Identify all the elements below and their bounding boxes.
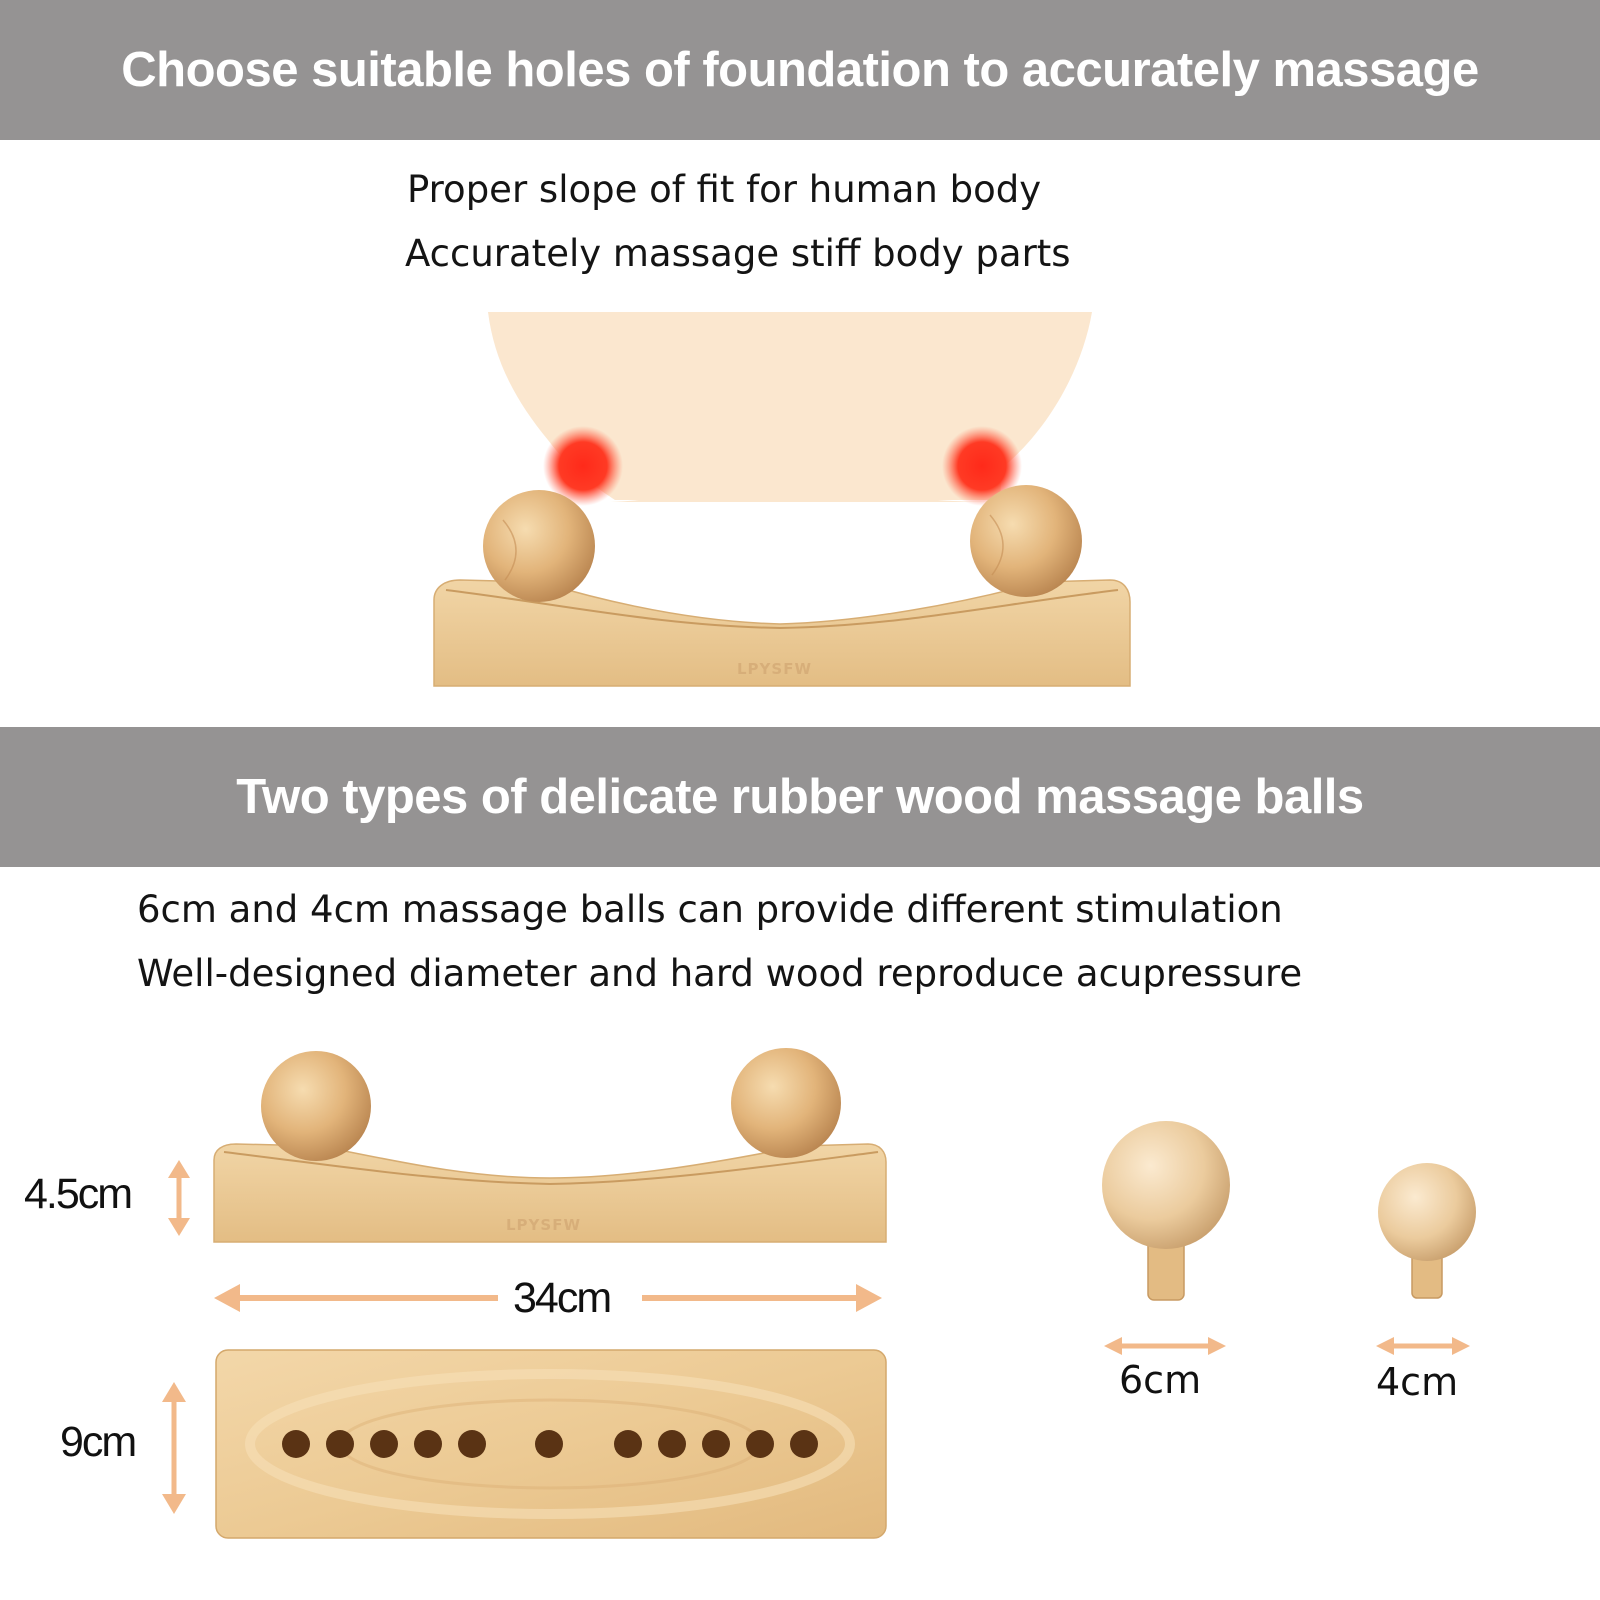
hole-row (282, 1430, 818, 1458)
massager-base-side-2 (213, 1143, 887, 1243)
massage-ball-right-2 (731, 1048, 841, 1158)
massage-ball-left-1 (483, 490, 595, 602)
massage-ball-left-2 (261, 1051, 371, 1161)
section1-heading: Choose suitable holes of foundation to a… (121, 43, 1479, 97)
ball-large-label: 6cm (1119, 1358, 1202, 1402)
section1-heading-banner: Choose suitable holes of foundation to a… (0, 0, 1600, 140)
pressure-point-left (543, 426, 623, 506)
ball-6cm-arrow (1104, 1337, 1226, 1355)
width-arrow (162, 1382, 186, 1514)
length-arrow (214, 1284, 882, 1312)
ball-4cm (1378, 1163, 1476, 1299)
section2-heading-banner: Two types of delicate rubber wood massag… (0, 727, 1600, 867)
section2-heading: Two types of delicate rubber wood massag… (236, 770, 1364, 824)
height-arrow (168, 1160, 190, 1236)
ball-6cm (1102, 1121, 1230, 1301)
height-label: 4.5cm (24, 1170, 133, 1218)
massager-base-side-1 (433, 579, 1131, 687)
brand-logo-2: LPYSFW (506, 1216, 582, 1234)
section1-line2: Accurately massage stiff body parts (405, 232, 1071, 275)
body-silhouette (488, 312, 1092, 502)
ball-small-label: 4cm (1376, 1360, 1459, 1404)
ball-4cm-arrow (1376, 1337, 1470, 1355)
section2-line1: 6cm and 4cm massage balls can provide di… (137, 888, 1283, 931)
massage-ball-right-1 (970, 485, 1082, 597)
section1-line1: Proper slope of fit for human body (407, 168, 1042, 211)
width-label: 9cm (60, 1418, 137, 1466)
length-label: 34cm (513, 1274, 612, 1322)
pressure-point-right (942, 426, 1022, 506)
brand-logo-1: LPYSFW (737, 660, 813, 678)
section2-line2: Well-designed diameter and hard wood rep… (137, 952, 1303, 995)
